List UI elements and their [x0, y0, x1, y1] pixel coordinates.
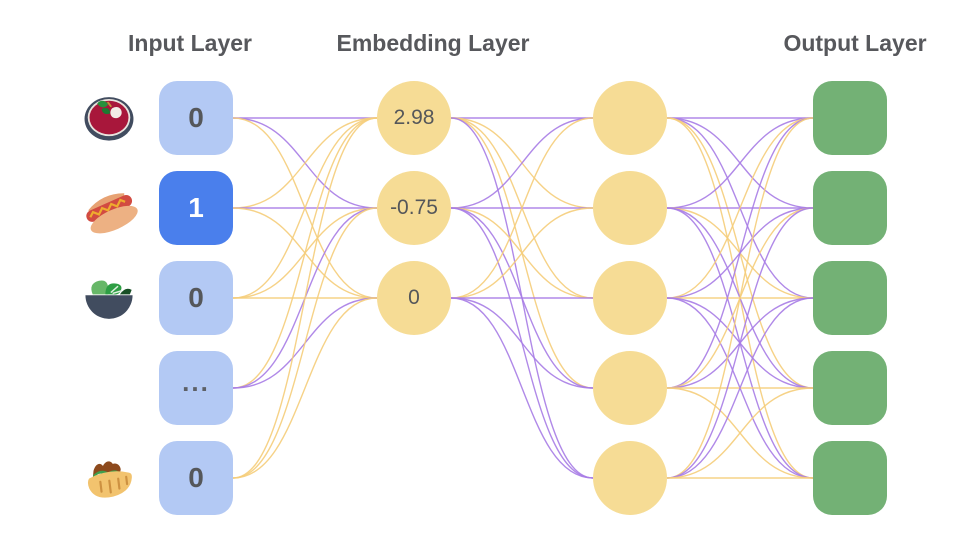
input-node-value: 0	[188, 102, 204, 133]
input-node-1: 1	[159, 171, 233, 245]
connection-edge	[666, 117, 814, 209]
connection-edge	[450, 207, 594, 299]
hidden-node-4	[593, 441, 667, 515]
input-layer-title: Input Layer	[128, 30, 252, 56]
output-node-4	[813, 441, 887, 515]
hidden-node-0	[593, 81, 667, 155]
hidden-node-3	[593, 351, 667, 425]
input-node-0: 0	[159, 81, 233, 155]
embedding-node-value: 0	[408, 286, 420, 309]
connection-edge	[232, 297, 378, 479]
embedding-node-1: -0.75	[377, 171, 451, 245]
hot-dog-icon	[80, 179, 138, 237]
connection-edge	[666, 297, 814, 479]
embedding-layer-title: Embedding Layer	[336, 30, 530, 56]
input-node-value: 0	[188, 282, 204, 313]
hidden-to-output-edges	[666, 117, 814, 479]
hidden-node-1	[593, 171, 667, 245]
output-node-0	[813, 81, 887, 155]
connection-edge	[450, 297, 594, 479]
input-node-value: ...	[182, 366, 210, 397]
embedding-node-value: -0.75	[390, 196, 438, 219]
connection-edge	[666, 117, 814, 299]
connection-edge	[666, 207, 814, 479]
output-layer-title: Output Layer	[783, 30, 927, 56]
connection-edge	[232, 117, 378, 389]
hidden-node-2	[593, 261, 667, 335]
green-salad-icon	[80, 269, 138, 327]
connection-edge	[450, 117, 594, 299]
input-node-value: 1	[188, 192, 204, 223]
connection-edge	[232, 117, 378, 479]
connection-edge	[666, 117, 814, 389]
connection-edge	[232, 207, 378, 479]
embedding-node-value: 2.98	[393, 106, 435, 129]
output-node-2	[813, 261, 887, 335]
stuffed-flatbread-icon	[80, 449, 138, 507]
connection-edge	[450, 297, 594, 389]
borscht-icon	[80, 89, 138, 147]
connection-edge	[666, 387, 814, 479]
embedding-node-0: 2.98	[377, 81, 451, 155]
embedding-node-2: 0	[377, 261, 451, 335]
input-to-embedding-edges	[232, 117, 378, 479]
embedding-to-hidden-edges	[450, 117, 594, 479]
input-node-value: 0	[188, 462, 204, 493]
input-node-3: ...	[159, 351, 233, 425]
connection-edge	[450, 117, 594, 209]
output-node-1	[813, 171, 887, 245]
connection-edge	[666, 117, 814, 479]
output-node-3	[813, 351, 887, 425]
input-node-2: 0	[159, 261, 233, 335]
connection-edge	[232, 117, 378, 209]
input-node-4: 0	[159, 441, 233, 515]
connection-edge	[232, 117, 378, 299]
